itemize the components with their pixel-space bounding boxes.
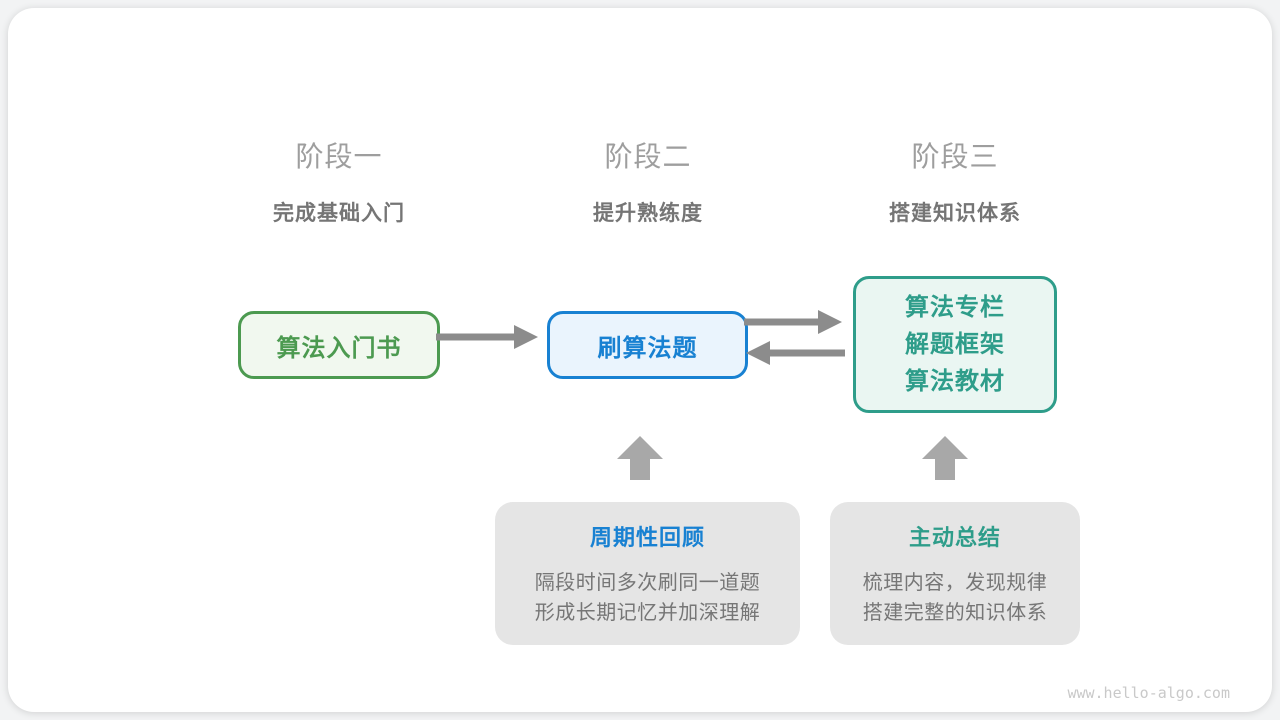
stage-2-subtitle: 提升熟练度 [593, 202, 703, 225]
node-resources-line-3: 算法教材 [905, 368, 1005, 395]
node-intro-book-label: 算法入门书 [276, 334, 402, 362]
stage-3-label: 阶段三 [911, 141, 999, 172]
note-active-summary: 主动总结 梳理内容，发现规律 搭建完整的知识体系 [830, 502, 1080, 645]
note-periodic-review-line-1: 隔段时间多次刷同一道题 [534, 572, 761, 594]
stage-1-label: 阶段一 [295, 141, 383, 172]
node-practice-problems-label: 刷算法题 [597, 334, 698, 362]
note-active-summary-body: 梳理内容，发现规律 搭建完整的知识体系 [830, 568, 1080, 628]
stage-2-label: 阶段二 [604, 141, 692, 172]
node-resources-line-2: 解题框架 [905, 331, 1005, 358]
node-knowledge-resources: 算法专栏 解题框架 算法教材 [853, 276, 1057, 413]
stage-1-subtitle: 完成基础入门 [273, 202, 405, 225]
note-active-summary-line-1: 梳理内容，发现规律 [862, 572, 1048, 594]
site-watermark: www.hello-algo.com [1067, 684, 1230, 702]
node-intro-book: 算法入门书 [238, 311, 440, 379]
note-periodic-review: 周期性回顾 隔段时间多次刷同一道题 形成长期记忆并加深理解 [495, 502, 800, 645]
note-active-summary-title: 主动总结 [908, 525, 1001, 550]
diagram-card: 阶段一 完成基础入门 阶段二 提升熟练度 阶段三 搭建知识体系 算法入门书 刷算… [8, 8, 1272, 712]
stage-3-header: 阶段三 搭建知识体系 [795, 135, 1115, 227]
stage-3-subtitle: 搭建知识体系 [889, 202, 1021, 225]
note-active-summary-line-2: 搭建完整的知识体系 [862, 602, 1048, 624]
stage-1-header: 阶段一 完成基础入门 [179, 135, 499, 227]
note-periodic-review-title: 周期性回顾 [589, 525, 705, 550]
note-periodic-review-body: 隔段时间多次刷同一道题 形成长期记忆并加深理解 [495, 568, 800, 628]
stage-2-header: 阶段二 提升熟练度 [488, 135, 808, 227]
node-practice-problems: 刷算法题 [547, 311, 748, 379]
note-periodic-review-line-2: 形成长期记忆并加深理解 [534, 602, 761, 624]
node-resources-line-1: 算法专栏 [905, 294, 1005, 321]
